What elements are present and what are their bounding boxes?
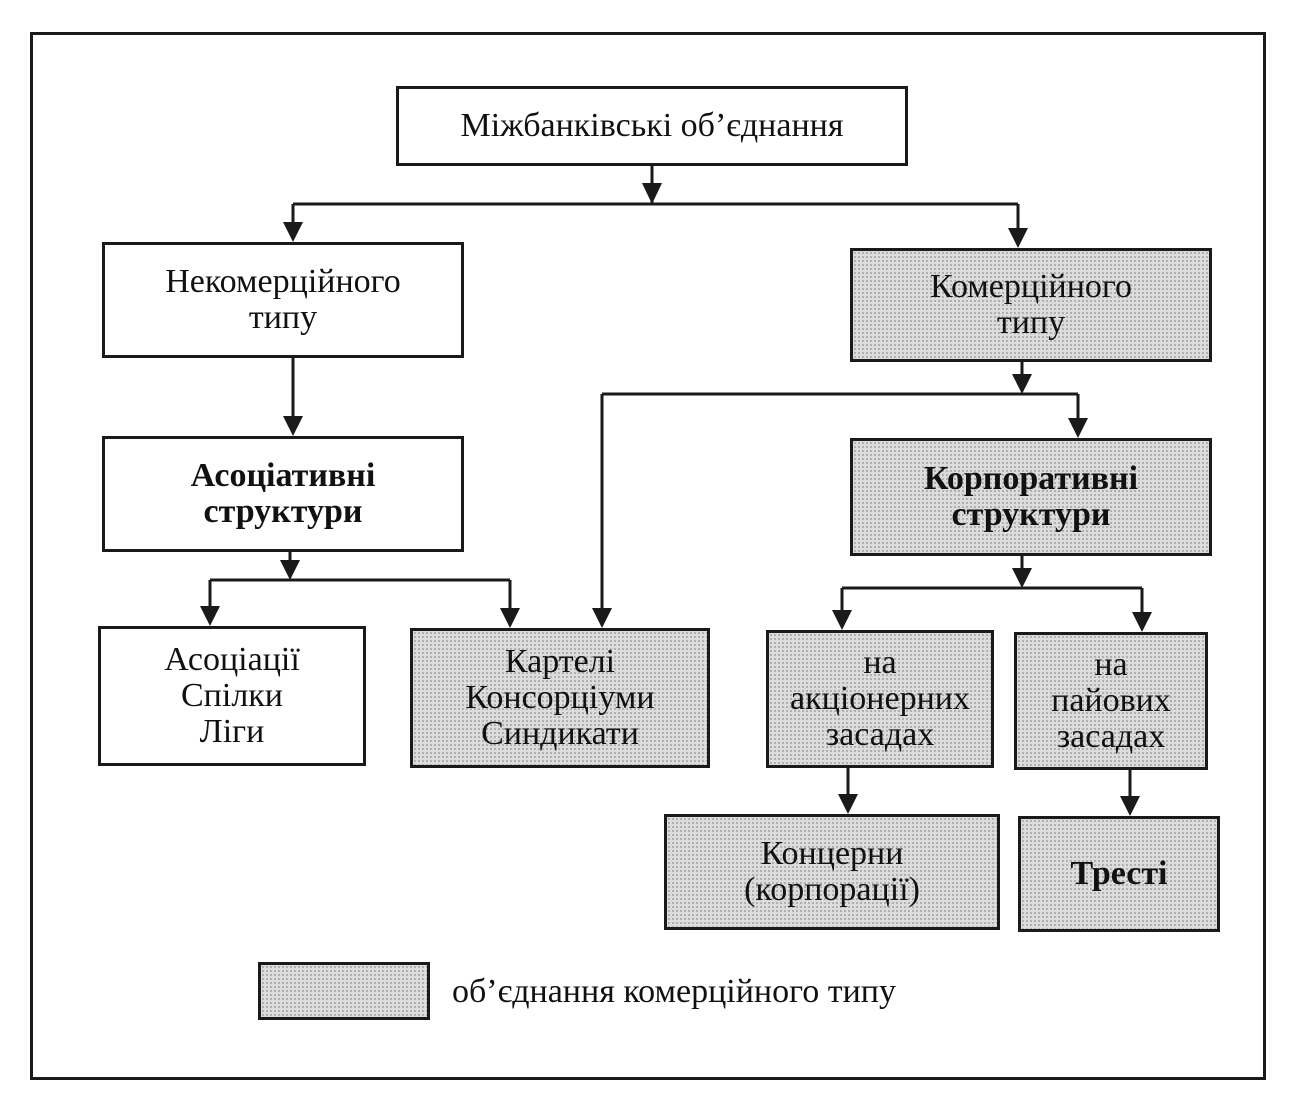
arrowhead (283, 222, 303, 242)
arrowhead (500, 608, 520, 628)
arrowhead (832, 610, 852, 630)
arrowhead (1012, 374, 1032, 394)
arrowhead (283, 416, 303, 436)
node-text: Консорціуми (465, 679, 655, 716)
node-text: Синдикати (481, 715, 639, 752)
node-text: Асоціативні (190, 457, 376, 494)
node-text: структури (951, 496, 1111, 533)
node-interbank-associations: Міжбанківські об’єднання (396, 86, 908, 166)
arrowhead (1012, 568, 1032, 588)
node-associative-structures: Асоціативні структури (102, 436, 464, 552)
arrowhead (1068, 418, 1088, 438)
node-text: пайових (1051, 682, 1171, 719)
arrowhead (642, 183, 662, 204)
node-associations-unions-leagues: Асоціації Спілки Ліги (98, 626, 366, 766)
node-text: Асоціації (164, 641, 300, 678)
arrowhead (1120, 796, 1140, 816)
node-joint-stock-basis: на акціонерних засадах (766, 630, 994, 768)
node-text: на (863, 644, 897, 681)
arrowhead (592, 608, 612, 628)
legend-swatch (258, 962, 430, 1020)
node-text: засадах (1056, 718, 1166, 755)
node-text: Некомерційного (165, 263, 401, 300)
arrowhead (280, 560, 300, 580)
node-text: типу (996, 304, 1066, 341)
node-text: структури (203, 493, 363, 530)
arrowhead (1132, 612, 1152, 632)
node-text: Тресті (1070, 855, 1168, 892)
node-share-basis: на пайових засадах (1014, 632, 1208, 770)
node-text: Картелі (504, 643, 616, 680)
node-noncommercial-type: Некомерційного типу (102, 242, 464, 358)
node-commercial-type: Комерційного типу (850, 248, 1212, 362)
node-text: Концерни (760, 835, 904, 872)
node-text: Спілки (181, 677, 283, 714)
legend-label: об’єднання комерційного типу (452, 973, 896, 1010)
node-text: Корпоративні (923, 460, 1139, 497)
node-cartels-consortia-syndicates: Картелі Консорціуми Синдикати (410, 628, 710, 768)
arrowhead (1008, 228, 1028, 248)
node-text: акціонерних (790, 680, 970, 717)
node-text: Міжбанківські об’єднання (460, 107, 844, 144)
arrowhead (838, 794, 858, 814)
node-text: Ліги (199, 713, 265, 750)
diagram-frame (30, 32, 1266, 1080)
node-trusts: Тресті (1018, 816, 1220, 932)
node-text: типу (248, 299, 318, 336)
node-concerns-corporations: Концерни (корпорації) (664, 814, 1000, 930)
arrowhead (200, 606, 220, 626)
node-text: (корпорації) (744, 871, 920, 908)
node-corporate-structures: Корпоративні структури (850, 438, 1212, 556)
node-text: Комерційного (929, 268, 1133, 305)
node-text: на (1094, 646, 1128, 683)
node-text: засадах (825, 716, 935, 753)
